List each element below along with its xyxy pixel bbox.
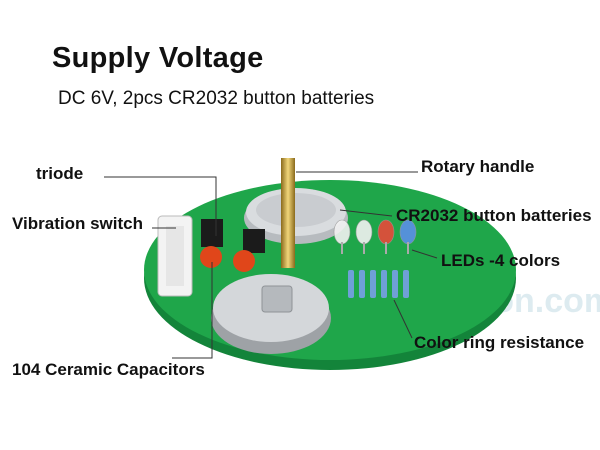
led-1 [333,219,351,245]
page-title: Supply Voltage [52,42,264,74]
callout-rotary-handle: Rotary handle [421,157,535,176]
callout-triode: triode [36,164,84,183]
callout-resistance: Color ring resistance [414,333,585,352]
resistor [392,270,398,298]
led-group [333,219,417,254]
leader-capacitors [172,262,213,359]
led-leg [341,242,343,254]
triode-2 [243,229,265,253]
leader-triode [104,176,217,236]
callout-vibration-switch: Vibration switch [12,214,143,233]
resistor [381,270,387,298]
led-leg [407,242,409,254]
led-2 [355,219,373,245]
resistor-group [348,270,409,298]
capacitor-2 [233,250,255,272]
leader-resistance [393,299,413,339]
page-subtitle: DC 6V, 2pcs CR2032 button batteries [58,88,375,109]
callout-capacitors: 104 Ceramic Capacitors [12,360,205,379]
resistor [359,270,365,298]
callout-leds: LEDs -4 colors [441,251,561,270]
led-leg [363,242,365,254]
resistor [348,270,354,298]
capacitor-1 [200,246,222,268]
led-3 [377,219,395,245]
callout-batteries: CR2032 button batteries [396,206,592,225]
resistor [370,270,376,298]
resistor [403,270,409,298]
leader-batteries [339,209,393,217]
triode-1 [201,219,223,247]
leader-leds [411,249,438,259]
led-leg [385,242,387,254]
